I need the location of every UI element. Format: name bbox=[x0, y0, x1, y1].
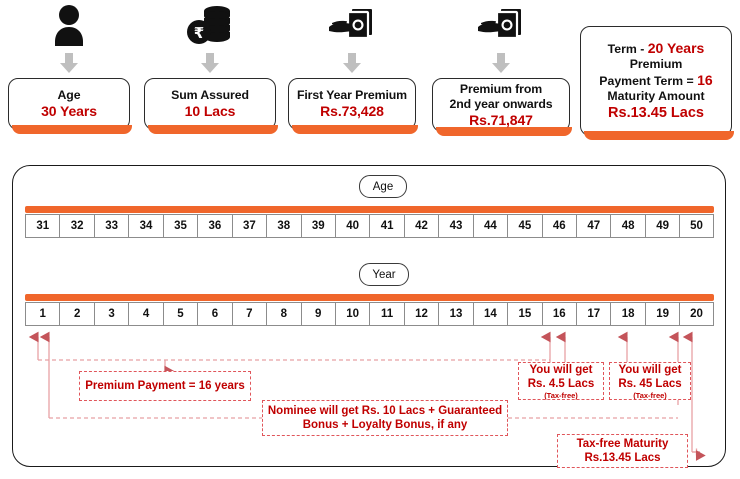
year-pill-label: Year bbox=[359, 263, 409, 286]
age-cell-46: 46 bbox=[541, 214, 576, 238]
age-cell-41: 41 bbox=[369, 214, 404, 238]
card-first-year-premium: First Year Premium Rs.73,428 bbox=[288, 78, 418, 134]
card-sum-assured-value: 10 Lacs bbox=[184, 103, 236, 119]
age-cell-36: 36 bbox=[197, 214, 232, 238]
callout-maturity-line-2: Rs.13.45 Lacs bbox=[584, 452, 661, 464]
summary-term-label: Term - bbox=[607, 41, 645, 56]
svg-text:₹: ₹ bbox=[194, 24, 204, 42]
callout-maturity-line-1: Tax-free Maturity bbox=[576, 438, 669, 450]
hand-cash-icon bbox=[432, 0, 570, 52]
age-cell-49: 49 bbox=[644, 214, 680, 238]
callout-payout-year18: You will get Rs. 45 Lacs (Tax-free) bbox=[609, 362, 691, 400]
card-column-summary: Term - 20 Years Premium Payment Term = 1… bbox=[580, 26, 734, 140]
card-age-label: Age bbox=[57, 88, 81, 102]
card-column-sum-assured: ₹ Sum Assured 10 Lacs bbox=[144, 0, 278, 134]
year-cell-15: 15 bbox=[507, 302, 542, 326]
callout-nominee-line-1: Nominee will get Rs. 10 Lacs + Guarantee… bbox=[267, 405, 503, 417]
year-cell-13: 13 bbox=[438, 302, 473, 326]
callout-premium-payment: Premium Payment = 16 years bbox=[79, 371, 251, 401]
year-cell-14: 14 bbox=[472, 302, 508, 326]
callout-payout-year16-line-2: Rs. 4.5 Lacs bbox=[527, 377, 595, 390]
age-cell-32: 32 bbox=[59, 214, 94, 238]
callout-payout-year16-line-1: You will get bbox=[529, 363, 593, 376]
summary-premium-label: Premium bbox=[629, 57, 683, 71]
card-sum-assured: Sum Assured 10 Lacs bbox=[144, 78, 278, 134]
age-cell-35: 35 bbox=[162, 214, 198, 238]
year-cell-7: 7 bbox=[231, 302, 267, 326]
age-cell-39: 39 bbox=[300, 214, 335, 238]
summary-term-value: 20 Years bbox=[647, 39, 705, 56]
callout-payout-year18-line-2: Rs. 45 Lacs bbox=[618, 377, 682, 390]
card-age-value: 30 Years bbox=[41, 103, 97, 119]
arrow-down-icon bbox=[144, 52, 276, 78]
age-cell-48: 48 bbox=[610, 214, 645, 238]
card-renewal-premium-value: Rs.71,847 bbox=[469, 111, 533, 128]
year-cell-12: 12 bbox=[403, 302, 439, 326]
card-column-renewal-premium: Premium from 2nd year onwards Rs.71,847 bbox=[432, 0, 572, 136]
age-cell-45: 45 bbox=[507, 214, 542, 238]
age-cell-50: 50 bbox=[679, 214, 714, 238]
year-cell-11: 11 bbox=[369, 302, 404, 326]
year-cell-2: 2 bbox=[59, 302, 94, 326]
year-cell-1: 1 bbox=[25, 302, 60, 326]
year-cell-8: 8 bbox=[266, 302, 301, 326]
card-column-first-year-premium: First Year Premium Rs.73,428 bbox=[288, 0, 418, 134]
arrow-down-icon bbox=[288, 52, 416, 78]
year-cell-16: 16 bbox=[541, 302, 576, 326]
year-cell-6: 6 bbox=[197, 302, 232, 326]
year-cell-9: 9 bbox=[300, 302, 335, 326]
year-cell-17: 17 bbox=[576, 302, 611, 326]
age-cell-42: 42 bbox=[403, 214, 439, 238]
arrow-down-icon bbox=[432, 52, 570, 78]
card-policy-summary: Term - 20 Years Premium Payment Term = 1… bbox=[580, 26, 734, 140]
summary-term-row: Term - 20 Years bbox=[607, 39, 705, 58]
callout-maturity: Tax-free Maturity Rs.13.45 Lacs bbox=[557, 434, 688, 468]
age-cell-31: 31 bbox=[25, 214, 60, 238]
age-cell-40: 40 bbox=[334, 214, 370, 238]
age-cell-47: 47 bbox=[576, 214, 611, 238]
summary-maturity-label: Maturity Amount bbox=[607, 89, 705, 103]
callout-payout-year18-note: (Tax-free) bbox=[633, 390, 667, 400]
card-age: Age 30 Years bbox=[8, 78, 132, 134]
callout-nominee-benefit: Nominee will get Rs. 10 Lacs + Guarantee… bbox=[262, 400, 508, 436]
year-cell-3: 3 bbox=[93, 302, 129, 326]
callout-nominee-line-2: Bonus + Loyalty Bonus, if any bbox=[302, 419, 468, 431]
year-cell-18: 18 bbox=[610, 302, 645, 326]
card-renewal-premium-label-2: 2nd year onwards bbox=[449, 96, 553, 111]
callout-premium-payment-text: Premium Payment = 16 years bbox=[85, 380, 245, 392]
year-cell-19: 19 bbox=[644, 302, 680, 326]
year-cell-5: 5 bbox=[162, 302, 198, 326]
card-column-age: Age 30 Years bbox=[8, 0, 132, 134]
age-cell-33: 33 bbox=[93, 214, 129, 238]
coin-stack-rupee-icon: ₹ bbox=[144, 0, 276, 52]
callout-payout-year18-line-1: You will get bbox=[618, 363, 682, 376]
age-cell-34: 34 bbox=[128, 214, 163, 238]
summary-ppt-label: Payment Term = bbox=[599, 73, 694, 88]
card-renewal-premium-label-1: Premium from bbox=[459, 81, 543, 96]
card-first-year-premium-value: Rs.73,428 bbox=[320, 103, 384, 119]
callout-payout-year16: You will get Rs. 4.5 Lacs (Tax-free) bbox=[518, 362, 604, 400]
year-cell-20: 20 bbox=[679, 302, 714, 326]
callout-payout-year16-note: (Tax-free) bbox=[544, 390, 578, 400]
summary-ppt-value: 16 bbox=[697, 71, 713, 88]
card-sum-assured-label: Sum Assured bbox=[171, 88, 249, 102]
age-axis-bar bbox=[25, 206, 714, 213]
card-renewal-premium: Premium from 2nd year onwards Rs.71,847 bbox=[432, 78, 572, 136]
year-cell-4: 4 bbox=[128, 302, 163, 326]
summary-ppt-row: Payment Term = 16 bbox=[599, 71, 713, 90]
arrow-down-icon bbox=[8, 52, 130, 78]
year-cell-10: 10 bbox=[334, 302, 370, 326]
age-cell-44: 44 bbox=[472, 214, 508, 238]
age-pill-label: Age bbox=[359, 175, 407, 198]
year-axis-bar bbox=[25, 294, 714, 301]
card-first-year-premium-label: First Year Premium bbox=[296, 88, 408, 102]
age-cell-43: 43 bbox=[438, 214, 473, 238]
age-cell-37: 37 bbox=[231, 214, 267, 238]
hand-cash-icon bbox=[288, 0, 416, 52]
age-cell-38: 38 bbox=[266, 214, 301, 238]
person-icon bbox=[8, 0, 130, 52]
summary-maturity-value: Rs.13.45 Lacs bbox=[608, 104, 704, 121]
